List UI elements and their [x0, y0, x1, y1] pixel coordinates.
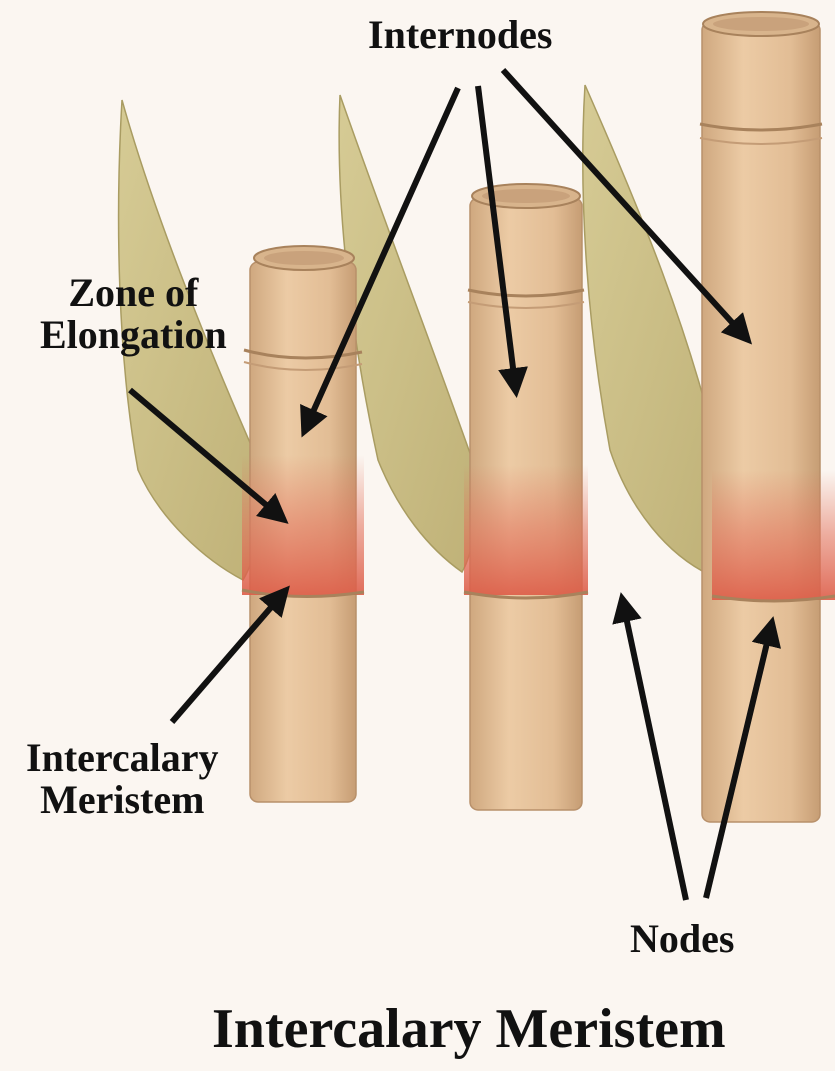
stem-right — [700, 12, 835, 822]
internodes-label: Internodes — [368, 14, 552, 56]
intercalary-meristem-label: Intercalary Meristem — [26, 737, 219, 821]
arrow-nodes-middle — [622, 598, 686, 900]
intercalary-label-line2: Meristem — [26, 779, 219, 821]
nodes-label: Nodes — [630, 918, 734, 960]
diagram-title: Intercalary Meristem — [212, 1000, 726, 1059]
zone-of-elongation-label: Zone of Elongation — [40, 272, 227, 356]
stem-left — [242, 246, 364, 802]
zone-label-line1: Zone of — [40, 272, 227, 314]
intercalary-label-line1: Intercalary — [26, 737, 219, 779]
zone-label-line2: Elongation — [40, 314, 227, 356]
stem-middle — [464, 184, 588, 810]
